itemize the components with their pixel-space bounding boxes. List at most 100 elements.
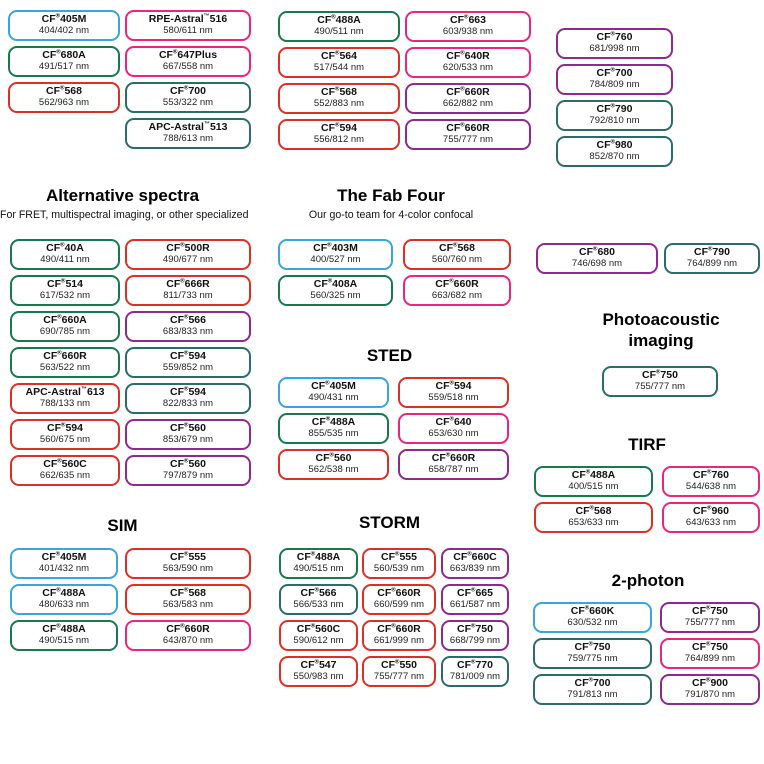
dye-name: CF®566 (300, 587, 337, 600)
dye-ex-em-value: 563/590 nm (162, 563, 214, 575)
dye-name: CF®594 (47, 422, 83, 435)
dye-name: CF®750 (574, 641, 611, 654)
dye-ex-em-value: 563/522 nm (39, 362, 91, 374)
dye-ex-em-value: 681/998 nm (589, 43, 640, 55)
dye-ex-em-value: 661/999 nm (373, 635, 425, 647)
dye-ex-em-value: 662/882 nm (442, 98, 494, 110)
dye-name: CF®488A (296, 551, 341, 564)
dye-name: CF®770 (457, 659, 493, 672)
dye-ex-em-value: 791/870 nm (684, 689, 736, 701)
dye-name: CF®408A (313, 278, 358, 291)
dye-ex-em-value: 661/587 nm (449, 599, 501, 611)
dye-name: CF®560 (315, 452, 352, 465)
dye-name: CF®488A (42, 623, 86, 636)
dye-ex-em-value: 553/322 nm (162, 97, 214, 109)
dye-ex-em-value: 788/133 nm (39, 398, 91, 410)
dye-ex-em-value: 755/777 nm (442, 134, 494, 146)
dye-ex-em-value: 490/677 nm (162, 254, 214, 266)
dye-name: CF®594 (170, 350, 206, 363)
dye-ex-em-value: 490/515 nm (293, 563, 344, 575)
dye-ex-em-value: 792/810 nm (589, 115, 640, 127)
dye-ex-em-value: 788/613 nm (162, 133, 214, 145)
dye-name: CF®403M (313, 242, 358, 255)
dye-ex-em-value: 559/518 nm (428, 392, 479, 404)
dye-ex-em-value: 630/532 nm (567, 617, 618, 629)
dye-name: CF®550 (381, 659, 417, 672)
dye-ex-em-value: 620/533 nm (442, 62, 494, 74)
dye-ex-em-value: 560/760 nm (431, 254, 483, 266)
dye-name: CF®566 (170, 314, 206, 327)
dye-name: CF®660R (435, 278, 479, 291)
dye-name: CF®568 (46, 85, 82, 98)
dye-name: CF®666R (166, 278, 210, 291)
dye-name: CF®665 (457, 587, 493, 600)
dye-ex-em-value: 404/402 nm (38, 25, 90, 37)
dye-ex-em-value: 480/633 nm (38, 599, 90, 611)
dye-ex-em-value: 490/431 nm (308, 392, 359, 404)
dye-ex-em-value: 764/899 nm (686, 258, 738, 270)
dye-ex-em-value: 401/432 nm (38, 563, 90, 575)
dye-ex-em-value: 559/852 nm (162, 362, 214, 374)
dye-ex-em-value: 663/839 nm (449, 563, 501, 575)
dye-ex-em-value: 580/611 nm (163, 25, 213, 37)
dye-name: CF®680 (579, 246, 615, 259)
dye-ex-em-value: 781/009 nm (449, 671, 501, 683)
dye-name: CF®405M (41, 13, 87, 26)
dye-name: CF®700 (574, 677, 611, 690)
dye-ex-em-value: 617/532 nm (39, 290, 91, 302)
dye-ex-em-value: 544/638 nm (685, 481, 737, 493)
dye-name: CF®560 (170, 458, 206, 471)
dye-name: CF®594 (170, 386, 206, 399)
dye-name: CF®660A (43, 314, 87, 327)
dye-ex-em-value: 784/809 nm (589, 79, 640, 91)
dye-name: CF®564 (321, 50, 357, 63)
dye-name: CF®555 (381, 551, 417, 564)
dye-name: CF®560 (170, 422, 206, 435)
dye-name: CF®660R (377, 623, 421, 636)
section-subtitle-alternative-spectra: For FRET, multispectral imaging, or othe… (0, 209, 249, 221)
dye-name: CF®750 (692, 641, 728, 654)
dye-ex-em-value: 764/899 nm (684, 653, 736, 665)
dye-name: CF®568 (170, 587, 206, 600)
dye-ex-em-value: 556/812 nm (313, 134, 365, 146)
dye-name: CF®594 (321, 122, 357, 135)
dye-name: CF®647Plus (158, 49, 218, 62)
section-subtitle-fab-four: Our go-to team for 4-color confocal (308, 209, 474, 221)
dye-ex-em-value: 755/777 nm (634, 381, 686, 393)
